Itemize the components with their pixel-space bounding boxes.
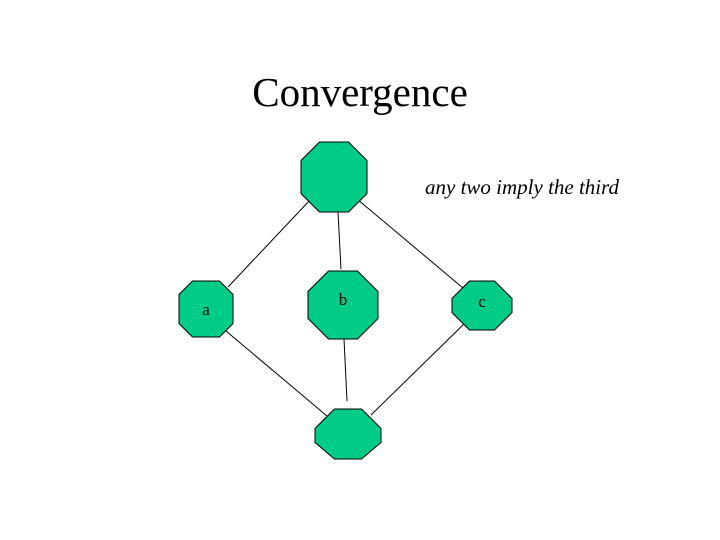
edge-c-bottom (370, 323, 465, 416)
diagram-caption: any two imply the third (425, 175, 620, 199)
node-label-b: b (338, 290, 348, 309)
edge-top-c (356, 198, 464, 289)
edge-a-bottom (225, 330, 328, 417)
node-bottom[interactable] (314, 408, 382, 460)
node-label-a: a (202, 300, 210, 319)
node-top[interactable] (300, 141, 368, 213)
node-label-c: c (478, 292, 486, 311)
edge-b-bottom (343, 338, 348, 402)
edge-top-b (337, 211, 342, 270)
diagram-nodes (178, 141, 513, 460)
node-b[interactable] (307, 270, 379, 340)
edge-top-a (227, 198, 312, 288)
page-title: Convergence (252, 69, 468, 115)
diagram-edges (225, 198, 465, 417)
node-a[interactable] (178, 280, 234, 338)
node-c[interactable] (451, 280, 513, 331)
